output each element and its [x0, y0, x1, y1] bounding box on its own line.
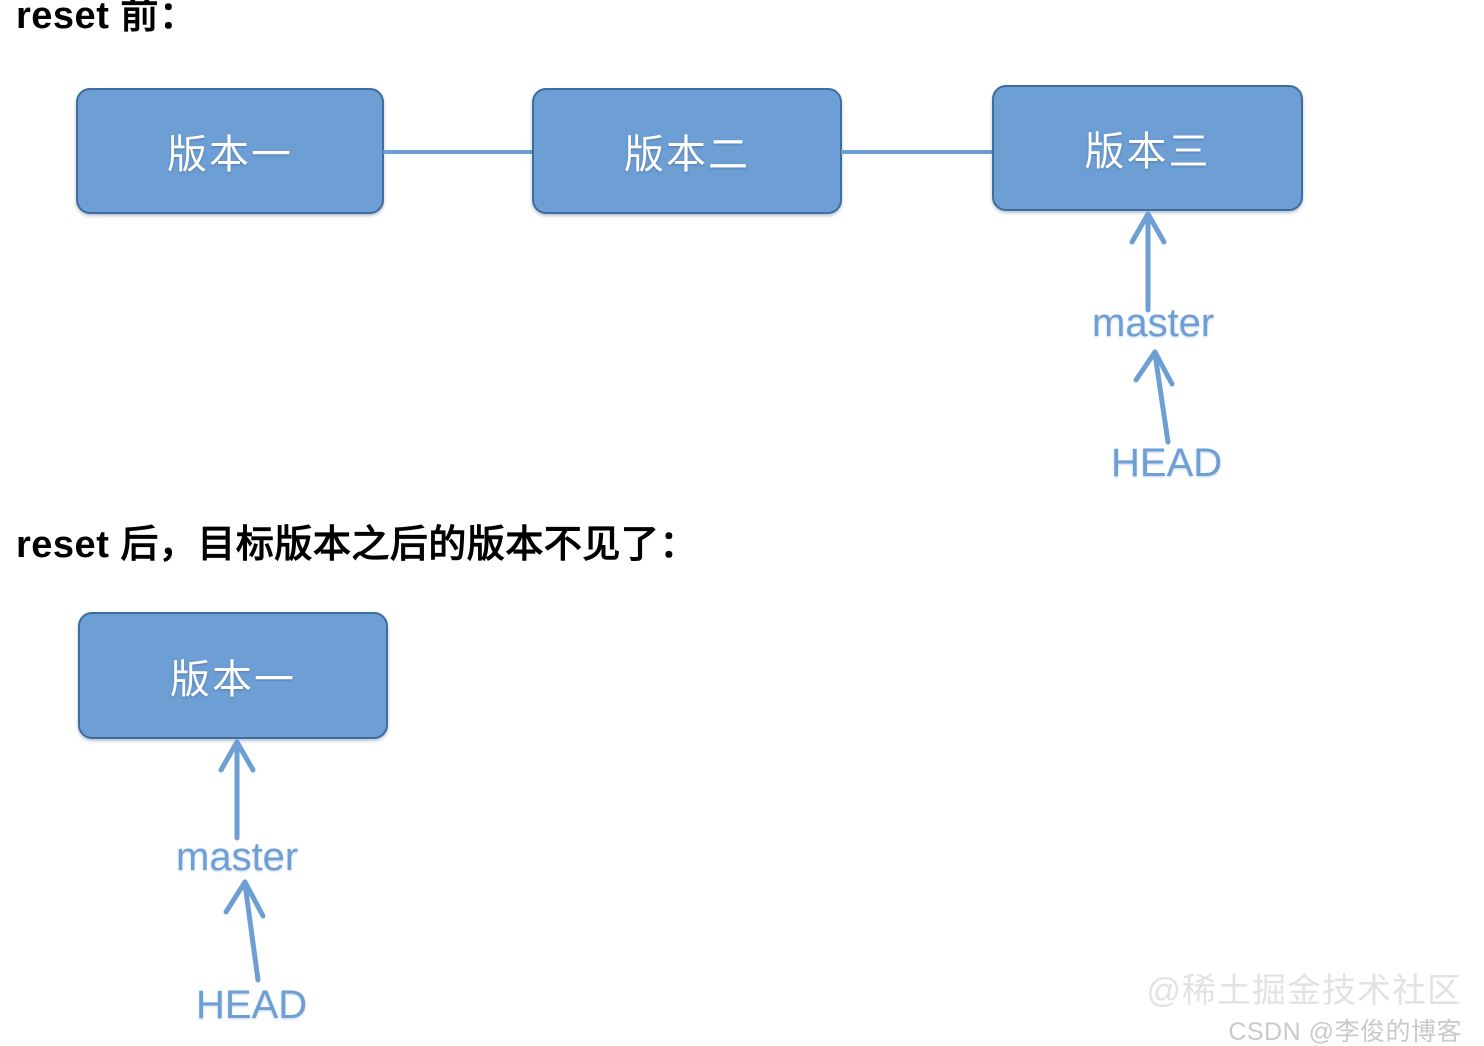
- arrow-up-slanted-icon-head-to-master-before: [1133, 349, 1175, 445]
- arrow-up-slanted-icon-head-to-master-after: [223, 879, 266, 983]
- connector-line-icon-v1-v2: [383, 150, 534, 154]
- ref-label-head-before: HEAD: [1111, 441, 1223, 485]
- watermark-juejin: @稀土掘金技术社区: [1146, 972, 1462, 1010]
- section-heading-after: reset 后，目标版本之后的版本不见了：: [16, 524, 698, 566]
- ref-label-master-before: master: [1092, 301, 1215, 345]
- commit-box-version-one-before[interactable]: 版本一: [76, 88, 384, 214]
- section-heading-before: reset 前：: [16, 0, 198, 37]
- connector-line-icon-v2-v3: [841, 150, 994, 154]
- ref-label-master-after: master: [176, 835, 299, 879]
- commit-box-label: 版本一: [170, 657, 296, 702]
- commit-box-version-two-before[interactable]: 版本二: [532, 88, 842, 214]
- commit-box-version-one-after[interactable]: 版本一: [78, 612, 388, 739]
- commit-box-label: 版本二: [624, 133, 750, 177]
- commit-box-version-three-before[interactable]: 版本三: [992, 85, 1303, 211]
- watermark-csdn: CSDN @李俊的博客: [1228, 1018, 1462, 1046]
- ref-label-head-after: HEAD: [196, 983, 308, 1027]
- commit-box-label: 版本三: [1084, 130, 1211, 174]
- arrow-up-icon-master-to-commit-after: [218, 739, 256, 841]
- commit-box-label: 版本一: [167, 133, 293, 177]
